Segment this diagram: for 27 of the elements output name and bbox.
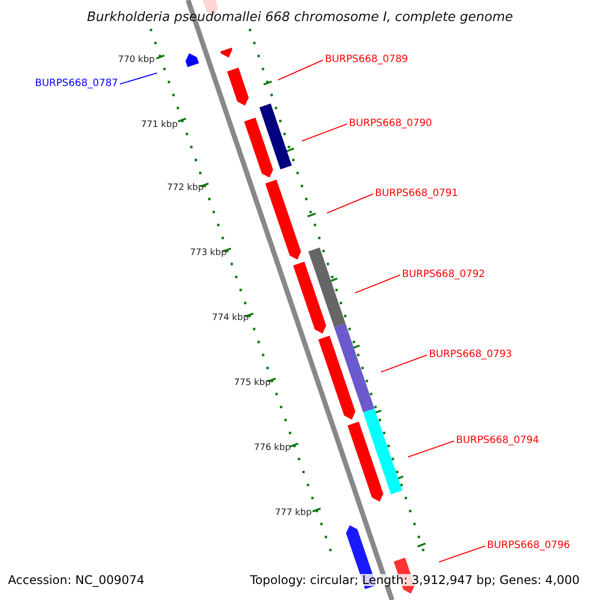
gene-label: BURPS668_0793: [429, 348, 512, 362]
leader-line: [302, 124, 348, 142]
scale-label: 776 kbp: [254, 444, 291, 453]
gene-label: BURPS668_0792: [402, 268, 486, 282]
gene-label: BURPS668_0789: [325, 53, 408, 67]
leader-line: [326, 194, 374, 214]
scale-label: 777 kbp: [275, 509, 312, 518]
leader-line: [120, 72, 158, 84]
leader-line: [408, 440, 454, 458]
scale-label: 772 kbp: [167, 184, 204, 193]
leader-line: [278, 60, 324, 80]
gene-label: BURPS668_0791: [375, 187, 458, 201]
leader-line: [380, 354, 428, 372]
scale-label: 775 kbp: [234, 379, 271, 388]
scale-label: 773 kbp: [190, 249, 227, 258]
footer-text: Accession: NC_009074: [8, 574, 144, 586]
diagram-title: Burkholderia pseudomallei 668 chromosome I, complete genome: [86, 9, 514, 27]
leader-line: [438, 546, 486, 562]
scale-label: 774 kbp: [212, 314, 249, 323]
gene-label: BURPS668_0790: [349, 117, 432, 131]
gene-label: BURPS668_0796: [487, 539, 570, 553]
scale-label: 771 kbp: [141, 121, 178, 130]
gene-label: BURPS668_0787: [35, 77, 118, 91]
gene-label: BURPS668_0794: [456, 434, 540, 448]
scale-label: 770 kbp: [118, 56, 155, 65]
leader-line: [354, 274, 400, 294]
footer-text: Topology: circular; Length: 3,912,947 bp; Genes: 4,000: [250, 574, 580, 586]
